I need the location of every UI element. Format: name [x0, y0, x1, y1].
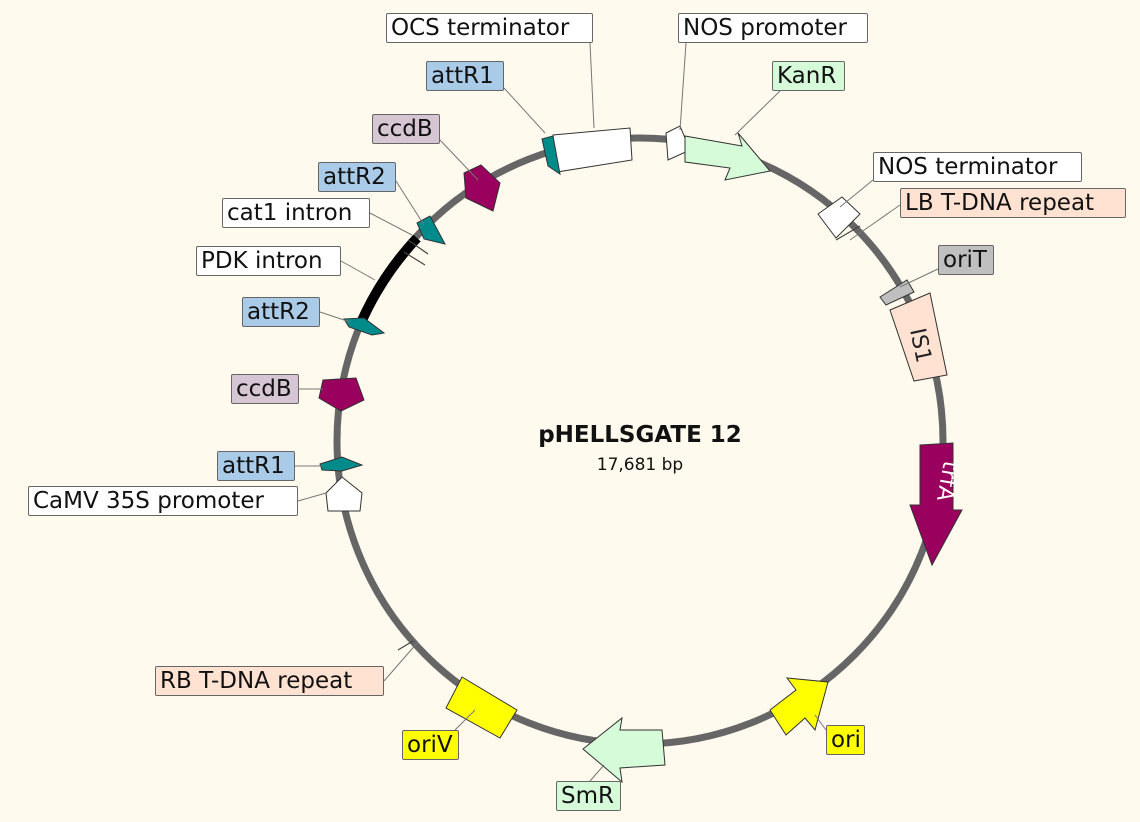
label-smr[interactable]: SmR — [556, 781, 621, 811]
feature-attr1-upper[interactable] — [541, 135, 561, 176]
feature-attr1-lower[interactable] — [319, 456, 364, 472]
feature-ori[interactable] — [769, 677, 829, 736]
leader-line-ccdb-upper — [439, 139, 479, 181]
feature-smr[interactable] — [582, 716, 666, 784]
feature-camv-35s-promoter[interactable] — [325, 476, 363, 512]
leader-line-ori — [814, 714, 827, 731]
site-tick-2 — [407, 239, 429, 255]
label-attr2-upper[interactable]: attR2 — [318, 162, 396, 192]
plasmid-name: pHELLSGATE 12 — [538, 422, 742, 448]
leader-line-nos-promoter — [679, 42, 687, 131]
site-tick-3 — [403, 251, 426, 266]
leader-line-attr1-upper — [503, 87, 546, 134]
leader-line-ocs-terminator — [589, 42, 595, 129]
leader-line-cat1-intron — [369, 212, 413, 236]
label-nos-terminator[interactable]: NOS terminator — [873, 152, 1082, 182]
label-attr2-lower[interactable]: attR2 — [242, 297, 320, 327]
site-tick-0 — [835, 225, 861, 241]
feature-ocs-terminator[interactable] — [552, 127, 633, 173]
label-rb-t-dna-repeat[interactable]: RB T-DNA repeat — [155, 666, 384, 696]
label-oriv[interactable]: oriV — [402, 730, 459, 760]
label-nos-promoter[interactable]: NOS promoter — [678, 13, 868, 43]
leader-line-kanr — [734, 90, 781, 136]
leader-line-smr — [589, 764, 605, 782]
feature-kanr[interactable] — [684, 132, 771, 181]
label-attr1-lower[interactable]: attR1 — [217, 451, 295, 481]
feature-attr2-lower[interactable] — [343, 317, 386, 336]
leader-line-nos-terminator — [839, 179, 874, 208]
feature-nos-terminator[interactable] — [817, 196, 861, 239]
feature-trfa[interactable] — [909, 442, 963, 567]
feature-attr2-upper[interactable] — [416, 215, 446, 245]
label-ccdb-lower[interactable]: ccdB — [231, 374, 299, 404]
site-tick-1 — [397, 640, 414, 651]
label-orit[interactable]: oriT — [938, 245, 994, 275]
label-pdk-intron[interactable]: PDK intron — [196, 246, 341, 276]
feature-ccdb-upper[interactable] — [463, 164, 501, 212]
feature-is1[interactable] — [889, 292, 948, 382]
feature-oriv[interactable] — [445, 676, 518, 739]
label-ocs-terminator[interactable]: OCS terminator — [386, 13, 593, 43]
plasmid-size: 17,681 bp — [596, 455, 684, 475]
label-lb-t-dna-repeat[interactable]: LB T-DNA repeat — [900, 188, 1126, 218]
feature-ccdb-lower[interactable] — [318, 377, 365, 412]
leader-line-attr2-lower — [319, 311, 351, 323]
label-kanr[interactable]: KanR — [772, 61, 845, 91]
label-ori[interactable]: ori — [826, 725, 865, 755]
leader-line-rb-t-dna-repeat — [383, 641, 419, 682]
leader-line-pdk-intron — [340, 260, 376, 281]
leader-line-oriv — [454, 709, 476, 731]
intron-region-black — [355, 234, 421, 327]
leader-line-lb-t-dna-repeat — [849, 204, 901, 241]
leader-line-attr2-upper — [395, 180, 425, 226]
label-cat1-intron[interactable]: cat1 intron — [222, 198, 370, 228]
label-ccdb-upper[interactable]: ccdB — [372, 114, 440, 144]
leader-line-orit — [899, 267, 941, 288]
label-attr1-upper[interactable]: attR1 — [426, 61, 504, 91]
label-camv-35s-promoter[interactable]: CaMV 35S promoter — [28, 486, 298, 516]
feature-orit[interactable] — [879, 279, 915, 306]
leader-line-camv-35s-promoter — [297, 492, 327, 502]
